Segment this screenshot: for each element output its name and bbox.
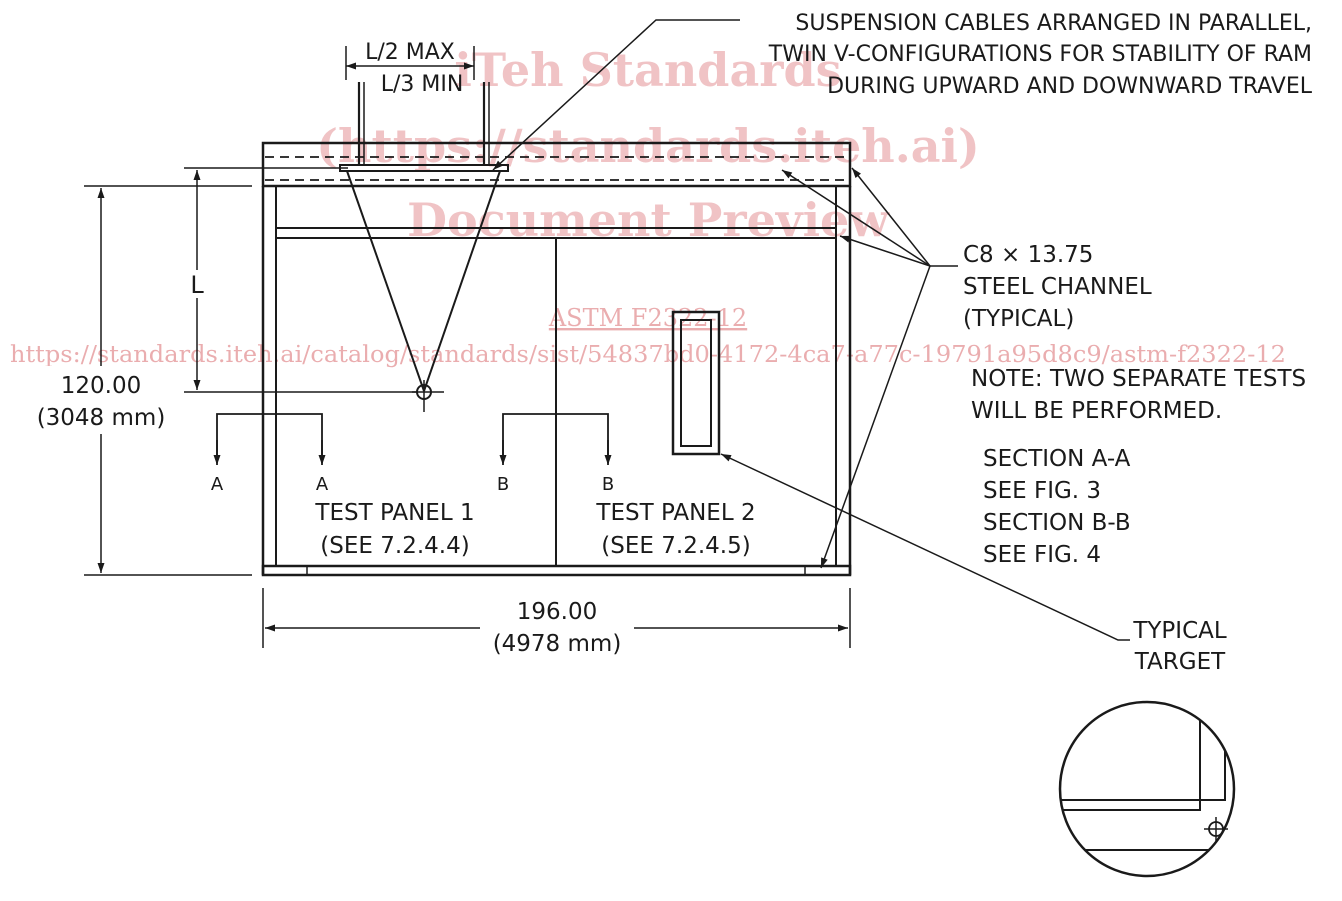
spacing-min-label: L/3 MIN [381, 72, 464, 97]
panel2-title: TEST PANEL 2 [595, 500, 755, 526]
channel-leader-top-rail [781, 169, 931, 267]
note-line2: WILL BE PERFORMED. [971, 398, 1222, 424]
suspension-note-line1: SUSPENSION CABLES ARRANGED IN PARALLEL, [795, 11, 1312, 36]
channel-label-line3: (TYPICAL) [963, 306, 1074, 332]
ram-crosshair-icon [412, 380, 444, 412]
watermark-title: iTeh Standards [454, 43, 841, 97]
watermark-catalog-link: https://standards.iteh.ai/catalog/standa… [10, 342, 1286, 368]
target-detail-circle [1058, 700, 1236, 878]
suspension-note-line2: TWIN V-CONFIGURATIONS FOR STABILITY OF R… [768, 42, 1312, 67]
sections-line1: SECTION A-A [983, 446, 1131, 472]
panel1-title: TEST PANEL 1 [314, 500, 474, 526]
panel-labels: TEST PANEL 1 (SEE 7.2.4.4) TEST PANEL 2 … [314, 500, 755, 559]
dimensions: L/2 MAX L/3 MIN L 120.00 (3048 mm) 196.0… [30, 40, 851, 660]
section-b-marker [502, 413, 609, 463]
section-a-left-label: A [211, 474, 224, 495]
target-window-outer [671, 310, 721, 456]
suspension-note-line3: DURING UPWARD AND DOWNWARD TRAVEL [827, 74, 1313, 99]
target-leader [720, 453, 1130, 641]
cable-right [423, 170, 501, 392]
watermark-doc-ref: ASTM F2322-12 [548, 304, 747, 332]
target-label-line1: TYPICAL [1132, 618, 1227, 644]
target-crosshair-icon [1204, 817, 1228, 841]
callouts: SUSPENSION CABLES ARRANGED IN PARALLEL, … [492, 11, 1313, 675]
drop-length-label: L [190, 271, 204, 299]
width-inches-label: 196.00 [517, 599, 597, 625]
base-channel [261, 564, 852, 577]
section-b-left-label: B [497, 474, 509, 495]
width-mm-label: (4978 mm) [493, 631, 622, 657]
cable-left [346, 170, 425, 392]
sections-line2: SEE FIG. 3 [983, 478, 1101, 504]
spacing-max-label: L/2 MAX [365, 40, 455, 65]
note-line1: NOTE: TWO SEPARATE TESTS [971, 366, 1306, 392]
channel-leader-top-corner [851, 167, 931, 267]
target-label-line2: TARGET [1134, 649, 1226, 675]
section-b-right-label: B [602, 474, 614, 495]
suspension-leader [492, 19, 740, 171]
channel-leader-base [820, 265, 931, 569]
height-inches-label: 120.00 [61, 373, 141, 399]
sections-line4: SEE FIG. 4 [983, 542, 1101, 568]
channel-leader-header [839, 235, 931, 267]
height-mm-label: (3048 mm) [37, 405, 166, 431]
channel-label-line2: STEEL CHANNEL [963, 274, 1152, 300]
target-window-inner [680, 319, 712, 447]
channel-label-line1: C8 × 13.75 [963, 242, 1093, 268]
panel2-ref: (SEE 7.2.4.5) [601, 533, 750, 559]
panel1-ref: (SEE 7.2.4.4) [320, 533, 469, 559]
sections-line3: SECTION B-B [983, 510, 1131, 536]
section-a-right-label: A [316, 474, 329, 495]
top-channel [261, 141, 852, 188]
target-detail [1058, 700, 1236, 878]
section-markers: A A B B [211, 413, 614, 495]
steel-frame [261, 141, 852, 577]
watermark: iTeh Standards (https://standards.iteh.a… [10, 43, 1286, 368]
section-a-marker [216, 413, 323, 463]
